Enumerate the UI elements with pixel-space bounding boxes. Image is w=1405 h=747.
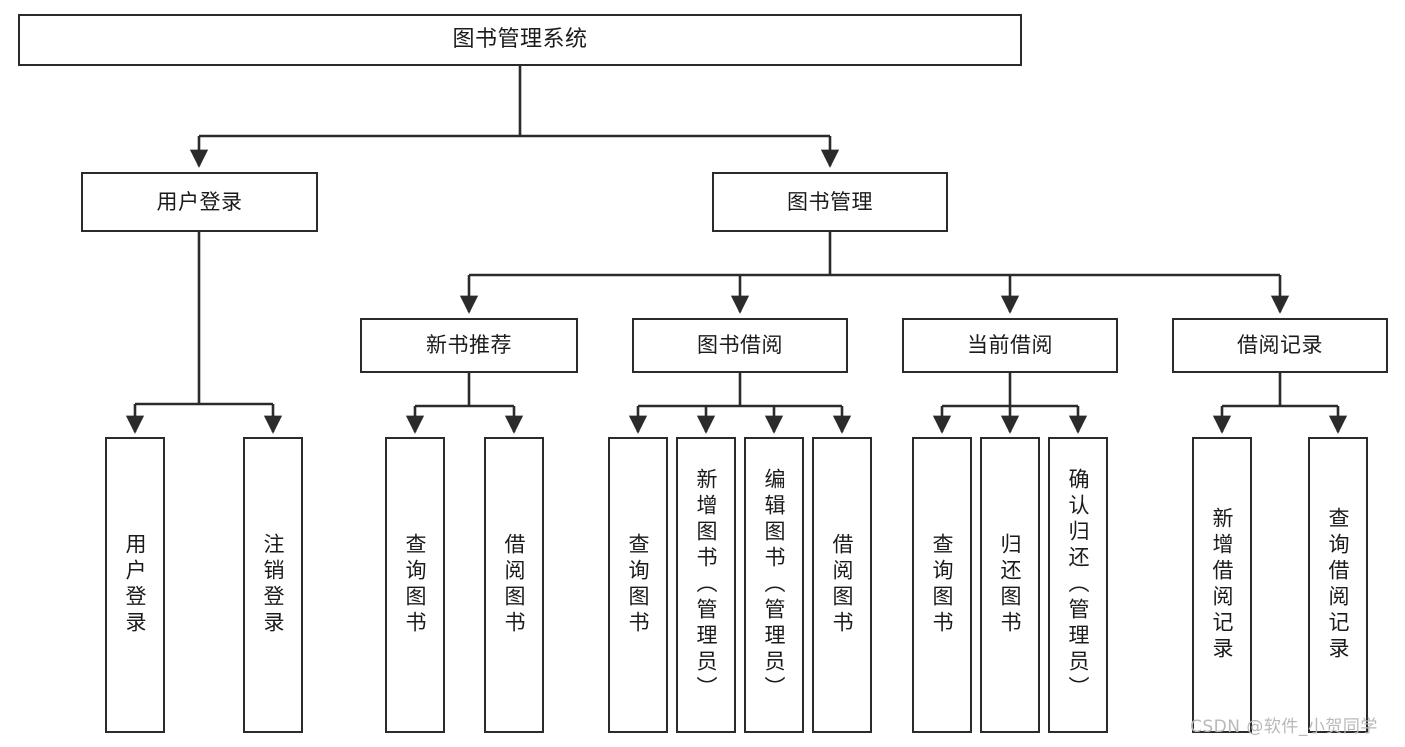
node-new-book-recommend[interactable]: 新书推荐 [360,318,578,373]
node-label: 确认归还（管理员） [1066,468,1091,702]
leaf-current-query-book[interactable]: 查询图书 [912,437,972,733]
node-book-borrow[interactable]: 图书借阅 [632,318,848,373]
leaf-current-confirm-return[interactable]: 确认归还（管理员） [1048,437,1108,733]
leaf-borrow-add-book[interactable]: 新增图书（管理员） [676,437,736,733]
leaf-borrow-borrow-book[interactable]: 借阅图书 [812,437,872,733]
leaf-recommend-query-book[interactable]: 查询图书 [385,437,445,733]
node-label: 用户登录 [123,533,148,637]
node-borrow-record[interactable]: 借阅记录 [1172,318,1388,373]
node-label: 查询借阅记录 [1326,507,1351,663]
node-label: 查询图书 [403,533,428,637]
node-label: 用户登录 [156,189,243,214]
node-user-login[interactable]: 用户登录 [81,172,318,232]
node-label: 编辑图书（管理员） [762,468,787,702]
leaf-current-return-book[interactable]: 归还图书 [980,437,1040,733]
node-label: 图书管理 [787,189,873,214]
node-label: 查询图书 [930,533,955,637]
node-label: 新书推荐 [426,333,512,358]
leaf-borrow-edit-book[interactable]: 编辑图书（管理员） [744,437,804,733]
node-label: 借阅记录 [1237,333,1323,358]
watermark-csdn: CSDN @软件_小贺同学 [1190,717,1378,737]
node-label: 归还图书 [998,533,1023,637]
node-label: 借阅图书 [502,533,527,637]
leaf-recommend-borrow-book[interactable]: 借阅图书 [484,437,544,733]
node-label: 图书管理系统 [452,27,588,53]
node-label: 新增借阅记录 [1210,507,1235,663]
node-label: 新增图书（管理员） [694,468,719,702]
node-book-management[interactable]: 图书管理 [712,172,948,232]
node-current-borrow[interactable]: 当前借阅 [902,318,1118,373]
node-root-system[interactable]: 图书管理系统 [18,14,1022,66]
leaf-user-login-login[interactable]: 用户登录 [105,437,165,733]
leaf-user-login-logout[interactable]: 注销登录 [243,437,303,733]
node-label: 查询图书 [626,533,651,637]
node-label: 借阅图书 [830,533,855,637]
leaf-record-add-record[interactable]: 新增借阅记录 [1192,437,1252,733]
leaf-borrow-query-book[interactable]: 查询图书 [608,437,668,733]
node-label: 当前借阅 [967,333,1053,358]
node-label: 注销登录 [261,533,286,637]
leaf-record-query-record[interactable]: 查询借阅记录 [1308,437,1368,733]
node-label: 图书借阅 [697,333,783,358]
